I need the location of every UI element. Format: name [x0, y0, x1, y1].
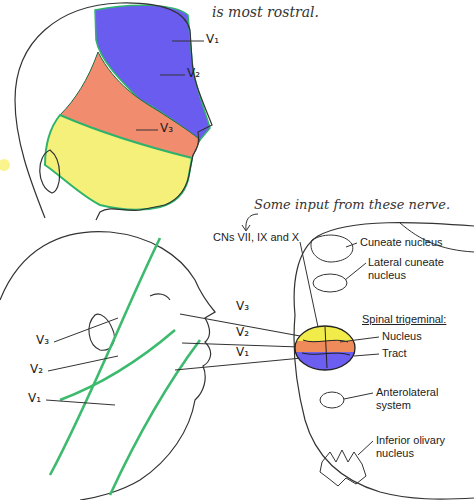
leader-line	[344, 393, 373, 399]
nerve-label: CNs VII, IX and X	[213, 231, 299, 244]
face-outline	[0, 232, 215, 500]
leader-line	[172, 41, 204, 42]
v3-dermatome	[45, 115, 192, 210]
leader-line	[345, 263, 366, 280]
structure-heading: Spinal trigeminal:	[362, 313, 446, 326]
dermatome-boundary	[110, 340, 200, 495]
leader-line	[358, 441, 373, 455]
anterolateral-outline	[320, 392, 344, 408]
leader-line	[136, 130, 158, 131]
branch-label: V₂	[236, 326, 249, 340]
cuneate-nucleus-outline	[311, 235, 353, 262]
handwritten-note: is most rostral.	[212, 4, 319, 20]
branch-label: V₁	[236, 346, 249, 360]
structure-label: Anterolateral system	[376, 386, 456, 411]
tract-outline	[295, 326, 355, 370]
structure-label: Cuneate nucleus	[360, 236, 443, 249]
leader-line	[340, 337, 379, 342]
leader-line	[160, 75, 185, 76]
projection-line	[175, 358, 302, 370]
eye-outline	[150, 294, 170, 300]
leader-line	[48, 356, 118, 371]
ear-outline	[40, 150, 60, 193]
branch-label: V₃	[36, 334, 49, 348]
branch-label: V₂	[187, 67, 200, 81]
inferior-olive-outline	[320, 450, 366, 486]
v2-zone	[290, 341, 360, 352]
structure-label: Nucleus	[382, 330, 422, 343]
leader-line	[346, 243, 357, 247]
highlighter-mark	[0, 159, 10, 171]
handwritten-note: Some input from these nerve.	[254, 198, 450, 213]
branch-label: V₁	[206, 33, 219, 47]
leader-line	[300, 242, 318, 327]
spinal-trigeminal-nucleus	[290, 322, 360, 374]
arrow-head	[242, 225, 250, 231]
branch-label: V₃	[236, 300, 249, 314]
leader-line	[54, 318, 118, 342]
leader-line	[46, 400, 115, 405]
structure-label: Inferior olivary nucleus	[376, 434, 466, 459]
dermatome-boundary	[50, 238, 160, 475]
branch-label: V₁	[28, 392, 41, 406]
branch-label: V₂	[30, 363, 43, 377]
structure-label: Lateral cuneate nucleus	[368, 256, 458, 281]
branch-label: V₃	[160, 122, 173, 136]
structure-label: Tract	[382, 347, 407, 360]
nucleus-divisions	[302, 327, 350, 368]
lateral-cuneate-outline	[313, 274, 347, 292]
head-outline	[15, 3, 212, 220]
leader-line	[354, 354, 379, 356]
